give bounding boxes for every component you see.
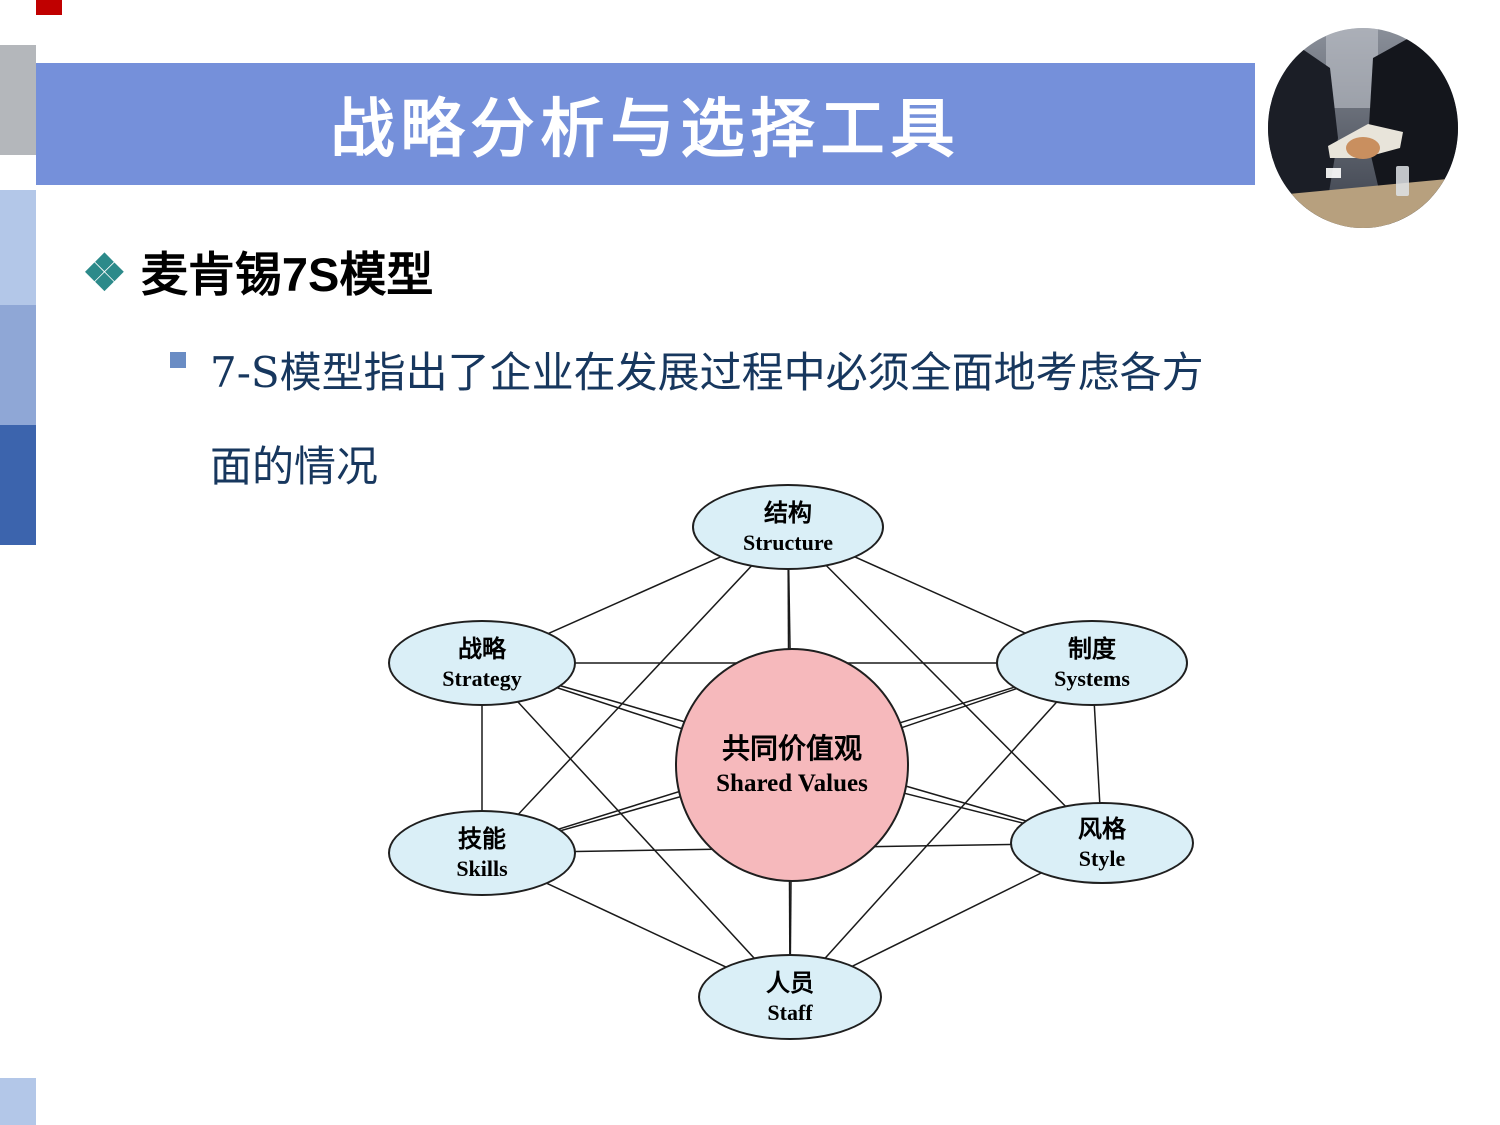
body-text-line-2: 面的情况 bbox=[210, 442, 379, 491]
node-staff: 人员 Staff bbox=[698, 954, 882, 1040]
node-shared-values-label-en: Shared Values bbox=[716, 769, 868, 797]
title-banner: 战略分析与选择工具 bbox=[36, 63, 1255, 185]
sidebar-block-dark-blue bbox=[0, 425, 36, 545]
node-skills: 技能 Skills bbox=[388, 810, 576, 896]
square-bullet-icon bbox=[170, 352, 186, 368]
node-systems: 制度 Systems bbox=[996, 620, 1188, 706]
node-shared-values: 共同价值观 Shared Values bbox=[675, 648, 909, 882]
body-text: 7-S模型指出了企业在发展过程中必须全面地考虑各方 面的情况 bbox=[210, 326, 1470, 514]
body-text-line-1: 7-S模型指出了企业在发展过程中必须全面地考虑各方 bbox=[210, 348, 1204, 397]
node-strategy: 战略 Strategy bbox=[388, 620, 576, 706]
node-shared-values-label-zh: 共同价值观 bbox=[721, 733, 862, 765]
section-heading: 麦肯锡7S模型 bbox=[140, 248, 434, 301]
node-strategy-label-zh: 战略 bbox=[458, 635, 506, 663]
sidebar-block-gray bbox=[0, 45, 36, 155]
section-heading-row: ❖ 麦肯锡7S模型 bbox=[82, 236, 433, 305]
node-style-label-zh: 风格 bbox=[1078, 815, 1126, 843]
diamond-bullet-icon: ❖ bbox=[82, 244, 127, 301]
node-structure: 结构 Structure bbox=[692, 484, 884, 570]
seven-s-diagram: 结构 Structure 战略 Strategy 制度 Systems 技能 S… bbox=[372, 468, 1212, 1078]
node-staff-label-zh: 人员 bbox=[766, 969, 814, 997]
node-systems-label-zh: 制度 bbox=[1068, 635, 1116, 663]
node-systems-label-en: Systems bbox=[1054, 665, 1130, 691]
sidebar-block-medium-blue bbox=[0, 305, 36, 425]
node-staff-label-en: Staff bbox=[767, 999, 813, 1025]
sidebar-block-bottom bbox=[0, 1078, 36, 1125]
page-title: 战略分析与选择工具 bbox=[330, 93, 961, 165]
node-skills-label-zh: 技能 bbox=[458, 825, 506, 853]
node-strategy-label-en: Strategy bbox=[442, 665, 522, 691]
node-skills-label-en: Skills bbox=[456, 855, 508, 881]
accent-red-bar bbox=[36, 0, 62, 15]
node-style: 风格 Style bbox=[1010, 802, 1194, 884]
sidebar-block-pale-blue bbox=[0, 190, 36, 305]
handshake-photo bbox=[1268, 28, 1458, 228]
handshake-photo-art bbox=[1268, 28, 1458, 228]
node-style-label-en: Style bbox=[1078, 845, 1126, 871]
node-structure-label-en: Structure bbox=[742, 529, 834, 555]
node-structure-label-zh: 结构 bbox=[764, 499, 812, 527]
